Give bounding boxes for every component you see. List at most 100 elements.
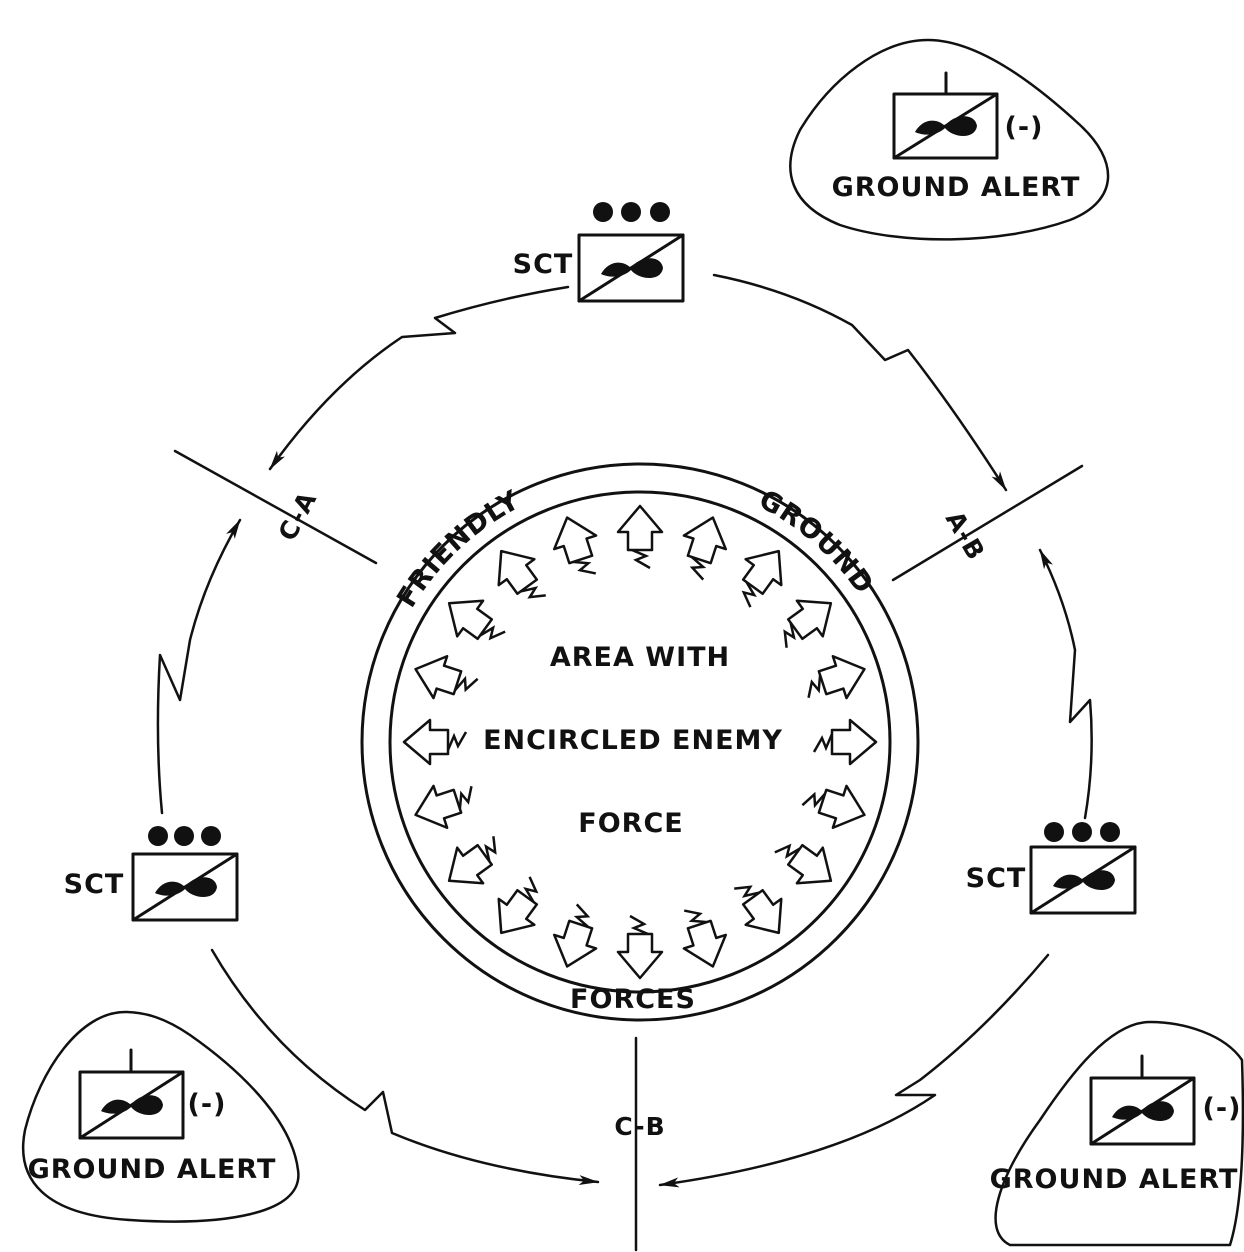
bowtie-shape	[915, 116, 977, 136]
arrow-tail	[801, 791, 826, 809]
encirclement-arrows	[402, 504, 878, 980]
alert-area-outline	[21, 1010, 300, 1223]
aviation-bowtie-icon	[1053, 870, 1115, 890]
arrow-tail	[774, 843, 801, 859]
arrow-head	[447, 599, 494, 641]
inward-attack-arrow	[801, 784, 866, 830]
inward-attack-arrow	[552, 516, 598, 575]
arrow-head	[817, 654, 866, 700]
scout-label-north: SCT	[513, 249, 574, 280]
scout-unit-southeast: SCT	[966, 822, 1137, 915]
link-arrow-c-to-ca	[156, 518, 242, 815]
inward-attack-arrow	[402, 718, 468, 766]
link-arrow-b-to-ab	[1038, 548, 1093, 820]
arrow-tail	[629, 914, 649, 936]
aviation-bowtie-icon	[101, 1095, 163, 1115]
scout-label-southwest: SCT	[64, 869, 125, 900]
bowtie-shape	[601, 258, 663, 278]
alert-area-outline	[789, 38, 1110, 241]
arrow-tail	[520, 586, 546, 599]
arrow-tail	[689, 556, 707, 581]
arrow-tail	[683, 909, 708, 924]
boundary-label-ca: C-A	[273, 486, 323, 545]
arrow-tail	[454, 675, 479, 693]
outer-ring	[360, 462, 920, 1022]
arrow-tail	[807, 674, 822, 699]
arrow-head	[830, 718, 878, 766]
arrow-head	[682, 516, 728, 565]
aviation-bowtie-icon	[155, 877, 217, 897]
arrow-head	[741, 888, 783, 935]
inward-attack-arrow	[734, 885, 783, 935]
unit-frame	[131, 852, 239, 922]
arrow-head	[402, 718, 450, 766]
unit-frame	[78, 1070, 185, 1140]
inward-attack-arrow	[414, 654, 479, 700]
ground-alert-label-southeast: GROUND ALERT	[990, 1164, 1239, 1195]
platoon-dot	[593, 202, 613, 222]
reduced-indicator-northeast: (-)	[1005, 112, 1044, 143]
unit-frame	[1029, 845, 1137, 915]
arrow-head	[616, 504, 664, 552]
inward-attack-arrow	[783, 599, 833, 648]
bowtie-shape	[1053, 870, 1115, 890]
arrow-tail	[783, 622, 796, 648]
bowtie-shape	[1112, 1101, 1174, 1121]
link-arrow-a-to-ab	[712, 273, 1008, 492]
arrow-head	[447, 843, 494, 885]
arrow-tail	[741, 581, 757, 608]
inner-ring	[388, 490, 892, 994]
aviation-bowtie-icon	[915, 116, 977, 136]
inward-attack-arrow	[807, 654, 866, 700]
arrow-tail	[479, 625, 506, 641]
ground-alert-southeast: (-) GROUND ALERT	[990, 1020, 1244, 1247]
bowtie-shape	[101, 1095, 163, 1115]
reduced-indicator-southeast: (-)	[1203, 1093, 1242, 1124]
inward-attack-arrow	[447, 836, 497, 885]
platoon-dot	[148, 826, 168, 846]
arrow-tail	[734, 885, 760, 898]
platoon-dot	[201, 826, 221, 846]
arrow-head	[414, 784, 463, 830]
arrow-tail	[812, 733, 834, 753]
aviation-bowtie-icon	[1112, 1101, 1174, 1121]
ground-alert-southwest: (-) GROUND ALERT	[21, 1010, 300, 1223]
inward-attack-arrow	[616, 914, 664, 980]
inward-attack-arrow	[552, 903, 598, 968]
center-line-3: FORCE	[578, 808, 683, 839]
inward-attack-arrow	[741, 549, 783, 608]
scout-unit-north: SCT	[513, 202, 685, 303]
boundary-line-ca	[173, 449, 378, 565]
arrow-head	[497, 549, 539, 596]
link-arrow-b-to-cb	[658, 953, 1050, 1188]
platoon-dot	[174, 826, 194, 846]
ground-alert-label-southwest: GROUND ALERT	[28, 1154, 277, 1185]
platoon-dot	[1100, 822, 1120, 842]
unit-frame	[892, 92, 999, 160]
aviation-bowtie-icon	[601, 258, 663, 278]
boundary-label-ab: A-B	[940, 506, 991, 565]
inward-attack-arrow	[616, 504, 664, 570]
arrow-head	[552, 516, 598, 565]
link-arrow-c-to-cb	[210, 948, 600, 1186]
inward-attack-arrow	[682, 909, 728, 968]
friendly-label: FRIENDLY	[391, 485, 525, 613]
arrow-head	[497, 888, 539, 935]
center-line-2: ENCIRCLED ENEMY	[483, 725, 783, 756]
inward-attack-arrow	[812, 718, 878, 766]
arrow-head	[552, 919, 598, 968]
platoon-dot	[1044, 822, 1064, 842]
scout-label-southeast: SCT	[966, 863, 1027, 894]
arrow-head	[786, 599, 833, 641]
link-arrow-a-to-ca	[268, 285, 570, 471]
center-line-1: AREA WITH	[550, 642, 730, 673]
arrow-head	[616, 932, 664, 980]
inward-attack-arrow	[447, 599, 506, 641]
arrow-tail	[484, 836, 497, 862]
arrow-tail	[631, 548, 651, 570]
arrow-tail	[572, 560, 597, 575]
friendly-text: FRIENDLY	[391, 485, 524, 613]
arrow-head	[682, 919, 728, 968]
inward-attack-arrow	[497, 549, 546, 599]
arrow-head	[741, 549, 783, 596]
